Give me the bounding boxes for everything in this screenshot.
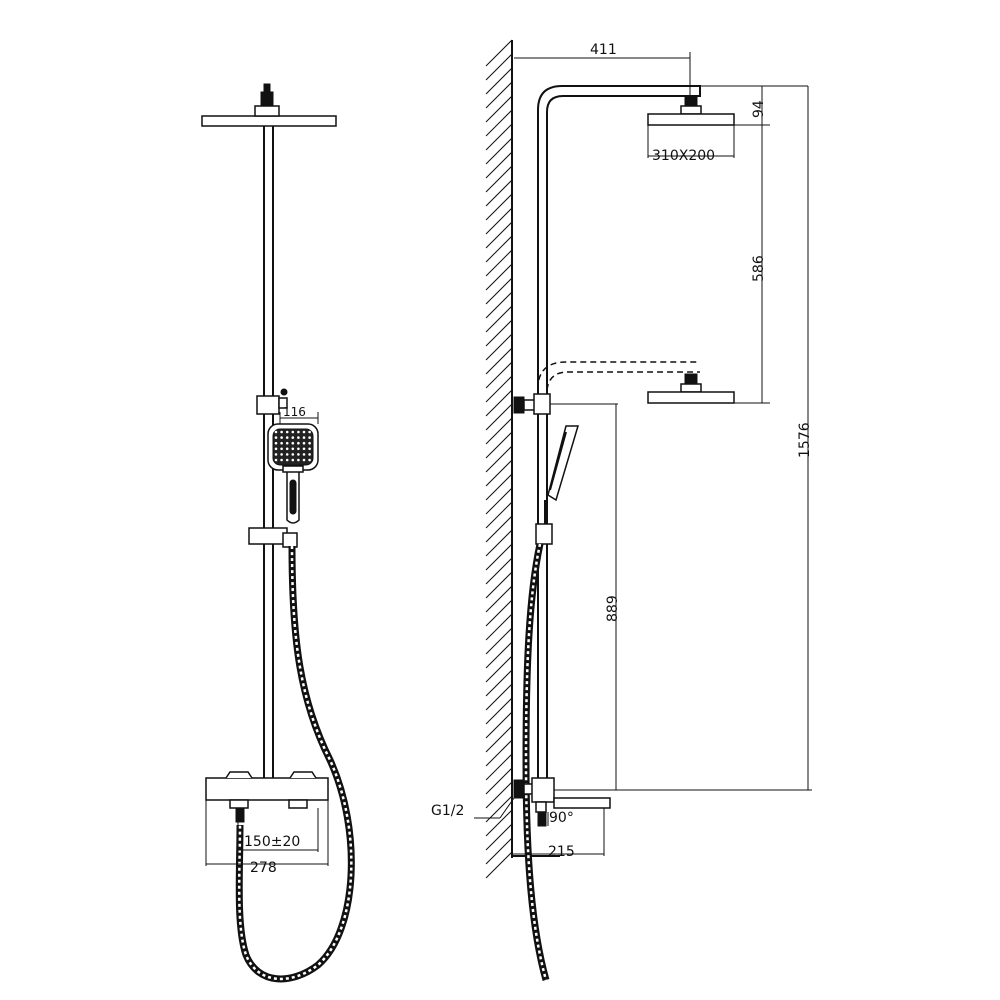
dim-label-g12: G1/2 bbox=[431, 803, 464, 819]
dim-label-310x200: 310X200 bbox=[652, 148, 715, 164]
dim-150: 150±20 bbox=[237, 808, 319, 852]
dim-label-889: 889 bbox=[605, 595, 621, 622]
side-wall-bracket bbox=[513, 393, 551, 415]
dim-586: 586 bbox=[734, 125, 770, 404]
front-mixer bbox=[205, 771, 329, 823]
dim-label-278: 278 bbox=[250, 860, 277, 876]
dim-116: 116 bbox=[279, 405, 319, 424]
front-view: 116 150±20 278 bbox=[201, 83, 355, 983]
side-view: 411 94 310X200 586 1576 bbox=[431, 39, 813, 981]
dim-label-586: 586 bbox=[751, 255, 767, 282]
front-hose bbox=[235, 545, 355, 983]
side-mixer bbox=[513, 777, 611, 827]
dim-label-94: 94 bbox=[751, 100, 767, 118]
front-hand-shower bbox=[267, 423, 319, 524]
front-slider-bracket bbox=[248, 527, 298, 548]
dim-889: 889 bbox=[550, 403, 621, 790]
dim-label-90deg: 90° bbox=[549, 810, 574, 826]
dim-1576: 1576 bbox=[554, 86, 813, 791]
side-riser-arm bbox=[537, 85, 701, 785]
side-hose bbox=[522, 543, 550, 981]
front-height-clamp bbox=[256, 388, 288, 415]
front-rain-head bbox=[201, 83, 337, 127]
dim-g12: G1/2 bbox=[431, 797, 515, 819]
dim-411: 411 bbox=[514, 42, 691, 96]
dim-label-116: 116 bbox=[283, 405, 306, 419]
side-rain-head-top bbox=[647, 95, 735, 126]
dim-label-215: 215 bbox=[548, 844, 575, 860]
dim-label-411: 411 bbox=[590, 42, 617, 58]
side-arm-lowered bbox=[537, 361, 735, 404]
dim-215: 215 bbox=[512, 808, 605, 860]
wall bbox=[485, 39, 560, 879]
dim-label-1576: 1576 bbox=[797, 422, 813, 458]
dim-90deg: 90° bbox=[547, 810, 574, 826]
dim-label-150: 150±20 bbox=[244, 834, 300, 850]
side-hand-shower bbox=[535, 425, 580, 545]
dim-278: 278 bbox=[205, 800, 329, 876]
dim-310x200: 310X200 bbox=[647, 125, 735, 164]
dim-94: 94 bbox=[700, 85, 808, 126]
